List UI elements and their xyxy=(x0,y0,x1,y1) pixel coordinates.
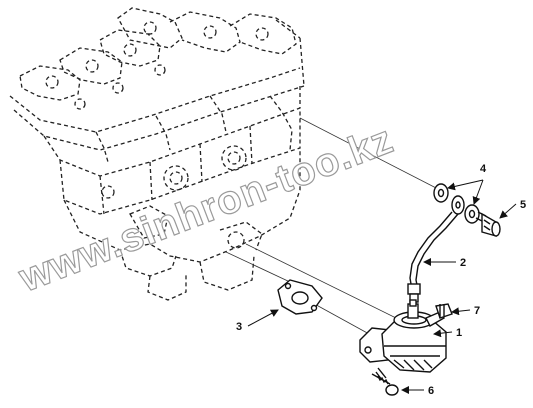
fuel-pipe-part-2 xyxy=(407,195,465,303)
callout-label-1: 1 xyxy=(456,327,462,339)
callout-label-4: 4 xyxy=(480,163,487,175)
callout-label-5: 5 xyxy=(520,199,526,211)
callout-label-3: 3 xyxy=(236,321,242,333)
washer-part-4 xyxy=(433,183,480,224)
callout-label-6: 6 xyxy=(428,385,434,397)
callout-label-2: 2 xyxy=(460,257,466,269)
callout-arrows xyxy=(247,179,517,394)
watermark-text: www.sinhron-too.kz xyxy=(13,117,400,301)
engine-block-outline xyxy=(9,7,305,301)
screw-part-6 xyxy=(371,367,399,396)
callout-label-7: 7 xyxy=(474,305,480,317)
fuel-pump-part-1 xyxy=(359,299,447,373)
bolt-part-5 xyxy=(475,211,501,237)
gasket-part-3 xyxy=(277,279,323,315)
